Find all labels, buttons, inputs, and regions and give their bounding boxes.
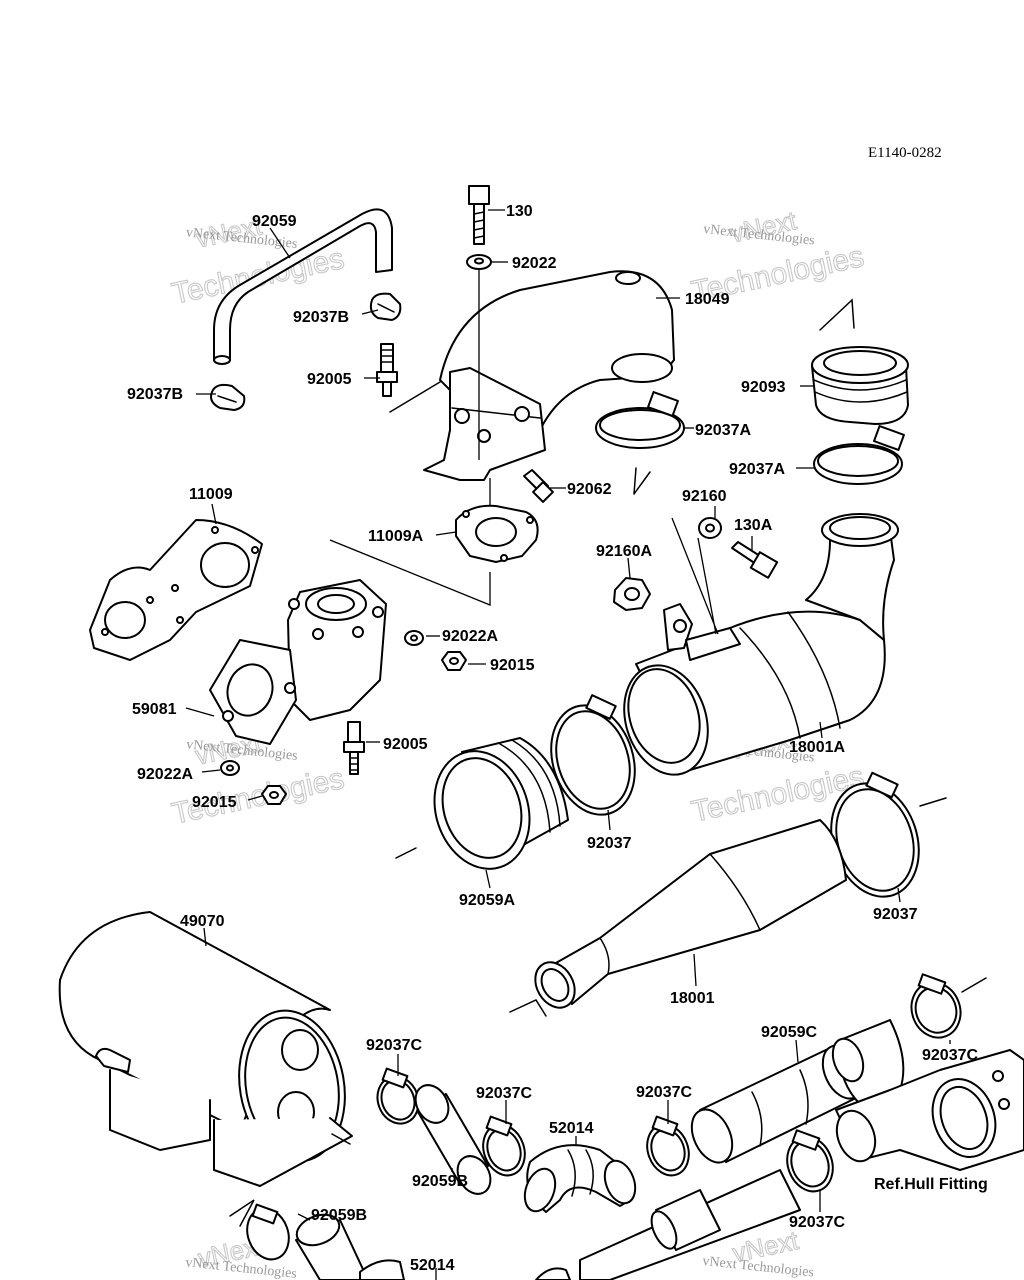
part-92037a-clamp-upper: [595, 391, 685, 449]
part-18049-exhaust-elbow: [423, 270, 675, 481]
part-92062-stud: [523, 469, 554, 503]
label-92037c: 92037C: [366, 1037, 422, 1054]
label-92037c: 92037C: [476, 1085, 532, 1102]
label-92022a: 92022A: [137, 766, 193, 783]
part-92059b-hose-lower: [295, 1213, 369, 1280]
label-92037a: 92037A: [729, 461, 785, 478]
part-130a-bolt: [731, 541, 779, 579]
part-92037c-clamp-c: [646, 1115, 690, 1177]
label-11009a: 11009A: [368, 528, 424, 545]
part-92059a-sleeve: [433, 737, 569, 870]
label-52014: 52014: [549, 1120, 594, 1137]
label-ref-hull-fitting: Ref.Hull Fitting: [874, 1176, 988, 1193]
label-92059c: 92059C: [761, 1024, 817, 1041]
part-92015-nut: [441, 651, 467, 671]
label-92037c: 92037C: [789, 1214, 845, 1231]
label-92037c: 92037C: [922, 1047, 978, 1064]
leader-lines: [185, 209, 951, 1280]
label-130a: 130A: [734, 517, 773, 534]
part-92037c-clamp-b: [482, 1115, 526, 1177]
part-92005-fitting-upper: [376, 343, 398, 397]
part-92022a-washer: [404, 630, 424, 646]
part-92037-clamp-mid: [550, 694, 636, 816]
label-92037: 92037: [587, 835, 632, 852]
part-92037b-clamp-lower: [210, 383, 246, 411]
part-92037a-clamp-lower: [813, 425, 905, 485]
label-92015: 92015: [490, 657, 535, 674]
label-92160a: 92160A: [596, 543, 652, 560]
label-92059a: 92059A: [459, 892, 515, 909]
label-92015: 92015: [192, 794, 237, 811]
part-92037c-clamp-e: [786, 1129, 834, 1193]
part-lower-pipe: [535, 1169, 801, 1280]
part-labels: 130 92022 18049 92059 92037B 92037B 9200…: [127, 203, 988, 1274]
label-92059b: 92059B: [311, 1207, 367, 1224]
label-52014: 52014: [410, 1257, 455, 1274]
label-92160: 92160: [682, 488, 727, 505]
label-18001: 18001: [670, 990, 715, 1007]
label-130: 130: [506, 203, 533, 220]
direction-arrows: [229, 298, 987, 1227]
label-49070: 49070: [180, 913, 225, 930]
part-92005-fitting-lower: [343, 721, 365, 775]
label-92022: 92022: [512, 255, 557, 272]
part-92059-hose: [213, 208, 393, 365]
label-92059: 92059: [252, 213, 297, 230]
label-18049: 18049: [685, 291, 730, 308]
diagram-code: E1140-0282: [868, 145, 942, 161]
label-92059b: 92059B: [412, 1173, 468, 1190]
part-92037b-clamp-upper: [369, 292, 402, 321]
part-92160-washer: [698, 517, 722, 539]
part-11009-gasket: [89, 519, 263, 661]
part-92093-coupler: [811, 346, 909, 425]
label-92037: 92037: [873, 906, 918, 923]
label-92005: 92005: [383, 736, 428, 753]
part-11009a-gasket: [455, 504, 539, 563]
part-92037c-clamp-f: [246, 1203, 290, 1261]
part-59081-manifold: [209, 579, 387, 745]
leader-92160-line: [671, 517, 719, 635]
part-52014-elbow-lower: [359, 1259, 405, 1280]
label-92037c: 92037C: [636, 1084, 692, 1101]
part-52014-elbow: [523, 1144, 637, 1213]
part-92037c-clamp-d: [910, 973, 962, 1039]
label-92022a: 92022A: [442, 628, 498, 645]
label-11009: 11009: [189, 486, 233, 503]
leader-92005-elbow: [389, 381, 441, 413]
part-49070-muffler: [58, 911, 353, 1187]
part-92022-washer: [466, 254, 492, 270]
part-18001a-expansion-chamber: [623, 513, 899, 776]
part-92022a-washer-lower: [220, 760, 240, 776]
label-92037a: 92037A: [695, 422, 751, 439]
part-92037-clamp-right: [830, 771, 920, 898]
label-92037b: 92037B: [293, 309, 349, 326]
part-18001-tail-pipe: [534, 819, 847, 1009]
label-18001a: 18001A: [789, 739, 845, 756]
label-92062: 92062: [567, 481, 612, 498]
label-92093: 92093: [741, 379, 786, 396]
part-hull-fitting: [831, 1019, 1024, 1171]
part-130-bolt: [468, 185, 490, 245]
label-59081: 59081: [132, 701, 177, 718]
part-92059b-hose: [414, 1084, 492, 1195]
part-92037c-clamp-a: [376, 1067, 420, 1125]
axis-bracket: [329, 539, 491, 606]
part-92160a-nut: [613, 577, 651, 611]
label-92037b: 92037B: [127, 386, 183, 403]
label-92005: 92005: [307, 371, 352, 388]
part-92015-nut-lower: [261, 785, 287, 805]
